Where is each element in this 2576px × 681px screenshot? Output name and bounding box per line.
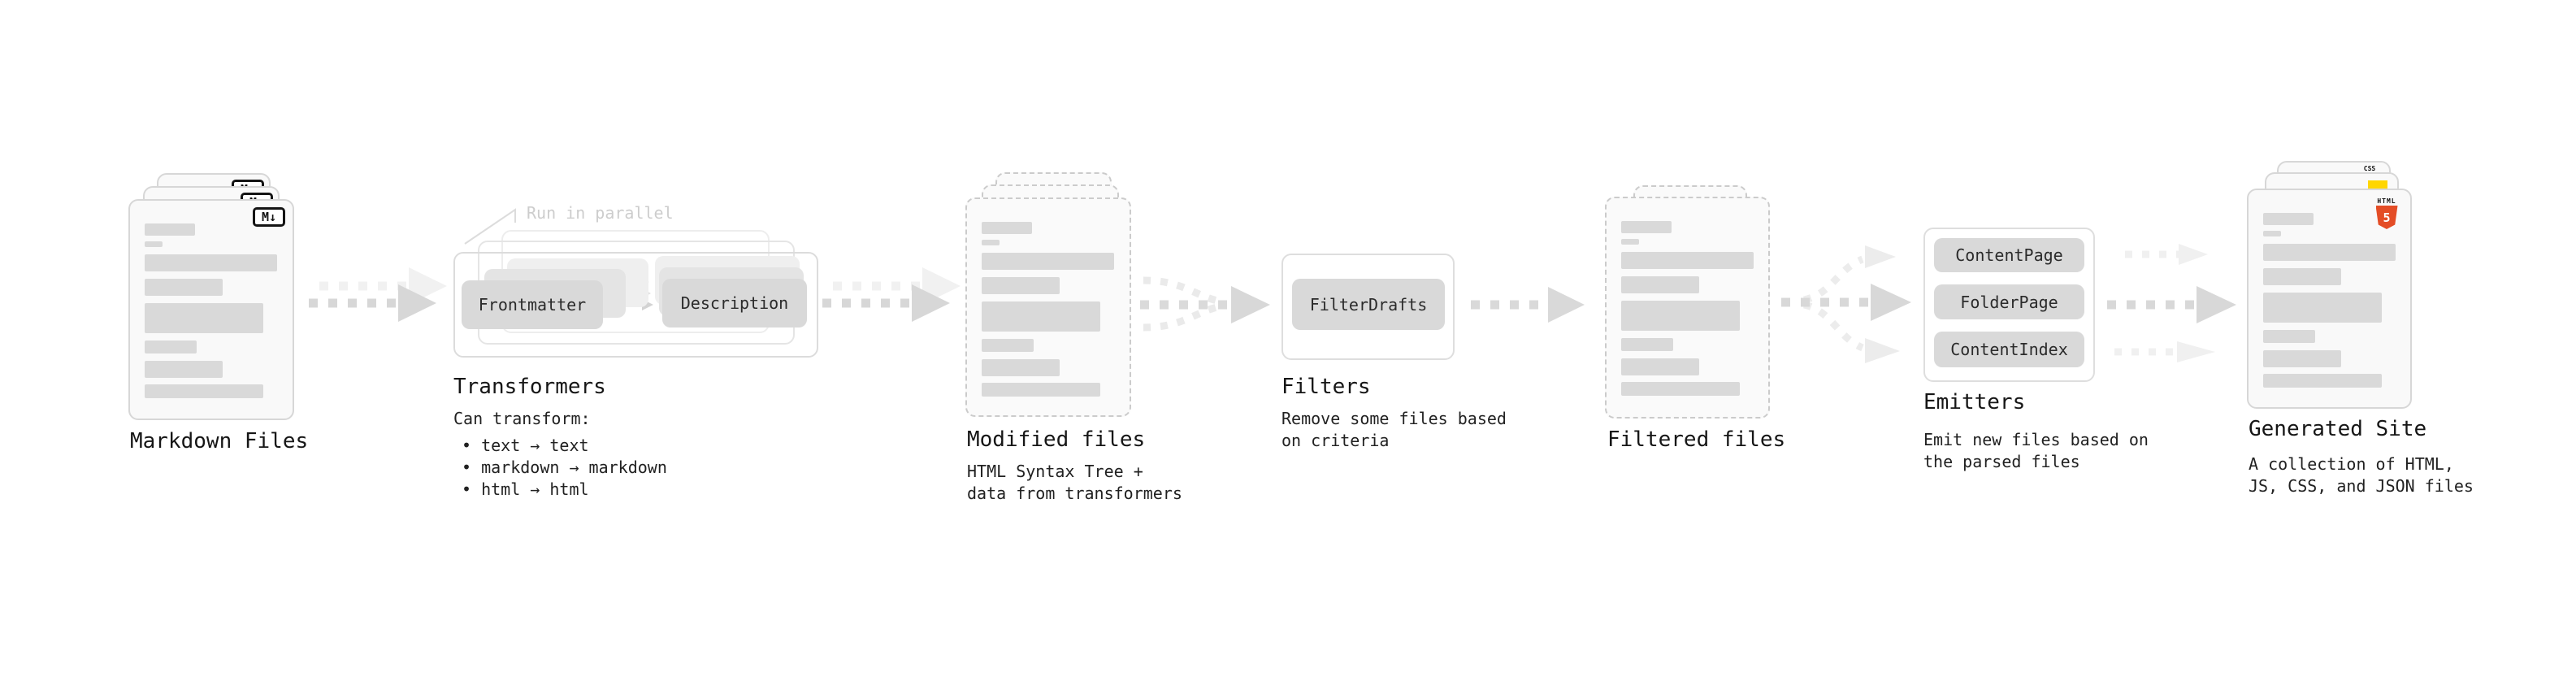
- doc-line: [2263, 213, 2314, 225]
- doc-line: [145, 384, 263, 398]
- node-description: data from transformers: [967, 484, 1182, 503]
- document-card: [965, 197, 1131, 417]
- doc-line: [982, 222, 1032, 234]
- doc-line: [982, 277, 1060, 294]
- bullet-item: • html → html: [462, 479, 589, 499]
- doc-line: [2263, 374, 2382, 388]
- doc-line: [982, 359, 1060, 376]
- node-description: the parsed files: [1923, 452, 2080, 471]
- emitter-chip-folderpage: FolderPage: [1934, 284, 2084, 319]
- annotation-leader-line: [464, 208, 516, 245]
- node-title: Markdown Files: [130, 429, 309, 453]
- node-description: on criteria: [1281, 431, 1390, 450]
- doc-content-lines: [1621, 221, 1754, 396]
- document-card: HTML 5: [2247, 189, 2412, 409]
- node-description: Can transform:: [453, 409, 591, 428]
- doc-line: [982, 253, 1114, 270]
- doc-line: [982, 240, 1000, 245]
- node-title: Transformers: [453, 375, 606, 399]
- node-description: A collection of HTML,: [2249, 454, 2454, 474]
- filters-node: FilterDrafts Filters Remove some files b…: [1281, 254, 1525, 465]
- node-description: JS, CSS, and JSON files: [2249, 476, 2474, 496]
- modified-files-node: Modified files HTML Syntax Tree + data f…: [965, 158, 1182, 503]
- doc-line: [145, 241, 163, 247]
- filtered-files-node: Filtered files: [1605, 163, 1816, 488]
- node-title: Filtered files: [1607, 427, 1786, 452]
- doc-line: [2263, 350, 2341, 367]
- doc-line: [982, 339, 1034, 352]
- arrow-transformers-to-modified: [822, 267, 961, 322]
- doc-line: [2263, 330, 2315, 343]
- arrow-filtered-to-emitters: [1781, 245, 1911, 363]
- filter-chip-filterdrafts: FilterDrafts: [1292, 279, 1445, 330]
- doc-line: [145, 279, 223, 296]
- doc-line: [1621, 221, 1672, 233]
- doc-line: [2263, 244, 2396, 261]
- doc-line: [1621, 252, 1754, 269]
- doc-line: [1621, 276, 1699, 293]
- arrow-filters-to-filtered: [1471, 287, 1585, 323]
- arrow-emitters-to-site: [2107, 244, 2236, 362]
- node-title: Emitters: [1923, 390, 2026, 414]
- bullet-item: • text → text: [462, 436, 589, 455]
- node-title: Generated Site: [2249, 417, 2427, 441]
- emitter-chip-contentindex: ContentIndex: [1934, 332, 2084, 367]
- document-card: M↓: [128, 199, 294, 420]
- run-in-parallel-label: Run in parallel: [527, 203, 674, 223]
- doc-line: [145, 223, 195, 236]
- transformers-box: [453, 252, 818, 358]
- markdown-icon: M↓: [253, 207, 285, 227]
- node-description: Remove some files based: [1281, 409, 1507, 428]
- doc-line: [2263, 293, 2382, 323]
- doc-content-lines: [2263, 213, 2396, 388]
- document-card: [1605, 197, 1770, 419]
- doc-line: [145, 254, 277, 271]
- js-icon: [2368, 180, 2387, 189]
- node-title: Filters: [1281, 375, 1371, 399]
- node-description: HTML Syntax Tree +: [967, 462, 1143, 481]
- bullet-item: • markdown → markdown: [462, 458, 667, 477]
- doc-line: [1621, 358, 1699, 375]
- html5-icon: HTML 5: [2373, 197, 2400, 229]
- transformers-node: Run in parallel Frontmatter Description …: [453, 203, 827, 528]
- doc-line: [145, 303, 263, 333]
- emitters-node: ContentPage FolderPage ContentIndex Emit…: [1923, 228, 2167, 488]
- doc-line: [145, 361, 223, 378]
- markdown-files-node: M↓ M↓ M↓ Markdown Files: [128, 161, 340, 486]
- node-description: Emit new files based on: [1923, 430, 2149, 449]
- emitter-chip-contentpage: ContentPage: [1934, 238, 2084, 272]
- node-title: Modified files: [967, 427, 1146, 452]
- doc-line: [982, 383, 1100, 397]
- doc-line: [1621, 301, 1740, 331]
- transformer-chip-frontmatter: Frontmatter: [462, 280, 603, 329]
- doc-content-lines: [145, 223, 277, 398]
- doc-line: [2263, 231, 2281, 236]
- doc-line: [1621, 382, 1740, 396]
- doc-line: [2263, 268, 2341, 285]
- arrow-markdown-to-transformers: [309, 267, 447, 322]
- transformer-chip-description: Description: [662, 279, 807, 327]
- generated-site-node: CSS HTML 5 Generated Site A: [2247, 150, 2474, 508]
- doc-line: [982, 301, 1100, 332]
- doc-content-lines: [982, 222, 1114, 397]
- arrow-modified-to-filters: [1140, 276, 1270, 332]
- doc-line: [145, 340, 197, 354]
- doc-line: [1621, 338, 1673, 351]
- doc-line: [1621, 239, 1639, 245]
